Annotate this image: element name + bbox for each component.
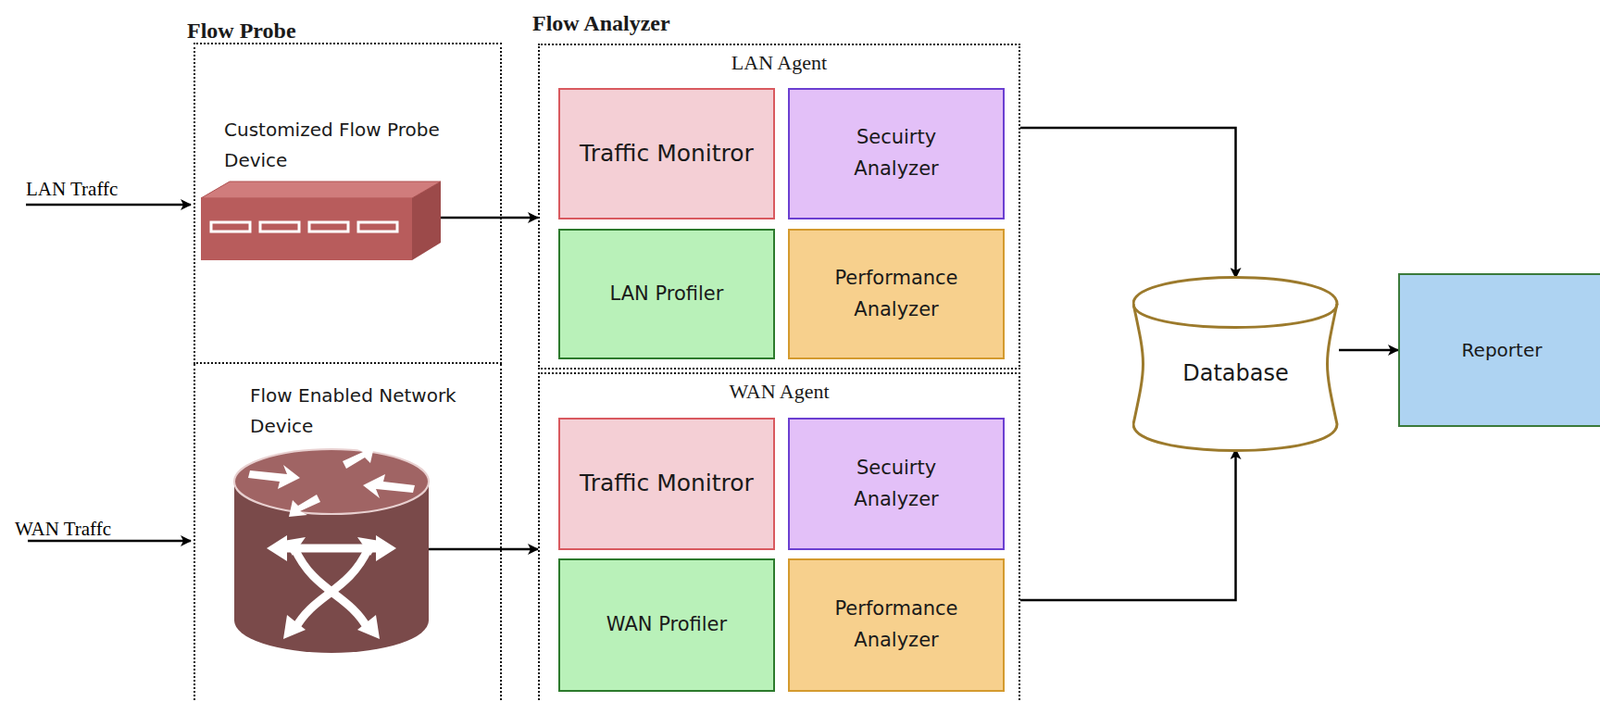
- signal-label: WAN Traffc: [14, 517, 112, 541]
- agent-panel: WAN AgentTraffic Monitror Secuirty Analyz…: [537, 372, 1021, 702]
- group-region: Flow ProbeCustomized Flow Probe DeviceFl…: [187, 18, 502, 702]
- reporter-box: Reporter: [1398, 273, 1600, 427]
- connector-arrow: [1020, 449, 1237, 600]
- node-text: Reporter: [1462, 335, 1543, 365]
- node-text: WAN Agent: [539, 379, 1019, 404]
- node-text: WAN Profiler: [606, 609, 727, 641]
- router-icon: [234, 446, 429, 653]
- input-arrow: [27, 539, 191, 543]
- module-box: Secuirty Analyzer: [787, 87, 1005, 220]
- database-cylinder: Database: [1132, 275, 1339, 452]
- node-text: Performance Analyzer: [826, 593, 966, 656]
- node-text: Secuirty Analyzer: [826, 452, 966, 515]
- module-box: Traffic Monitror: [558, 87, 775, 220]
- node-text: Flow Analyzer: [532, 11, 671, 37]
- connector-arrow: [425, 216, 538, 220]
- group-region: Flow AnalyzerLAN AgentTraffic MonitrorSe…: [532, 11, 1021, 702]
- module-box: Secuirty Analyzer: [787, 417, 1005, 550]
- node-text: Database: [1182, 360, 1289, 387]
- node-text: Traffic Monitror: [579, 136, 754, 173]
- agent-panel: LAN AgentTraffic Monitror Secuirty Analyz…: [537, 43, 1021, 370]
- module-box: Performance Analyzer: [787, 228, 1005, 360]
- node-text: Customized Flow Probe Device: [224, 114, 475, 176]
- input-arrow: [25, 203, 191, 207]
- connector-arrow: [1020, 127, 1237, 278]
- connector-arrow: [1338, 349, 1399, 352]
- node-text: Secuirty Analyzer: [826, 122, 966, 185]
- node-text: Flow Enabled Network Device: [250, 380, 500, 442]
- module-box: Performance Analyzer: [787, 558, 1005, 692]
- node-text: Flow Probe: [187, 18, 297, 44]
- probe-region: Flow Enabled Network Device: [193, 363, 502, 702]
- node-text: LAN Profiler: [610, 278, 725, 311]
- node-text: Performance Analyzer: [826, 262, 966, 325]
- probe-region: Customized Flow Probe Device: [193, 42, 502, 364]
- module-box: LAN Profiler: [558, 228, 775, 360]
- node-text: LAN Agent: [539, 50, 1019, 75]
- module-box: Traffic Monitror: [558, 417, 775, 550]
- probe-device-icon: [200, 181, 441, 261]
- connector-arrow: [428, 548, 538, 551]
- node-text: Traffic Monitror: [579, 465, 754, 502]
- signal-label: LAN Traffc: [25, 177, 118, 201]
- module-box: WAN Profiler: [558, 558, 775, 692]
